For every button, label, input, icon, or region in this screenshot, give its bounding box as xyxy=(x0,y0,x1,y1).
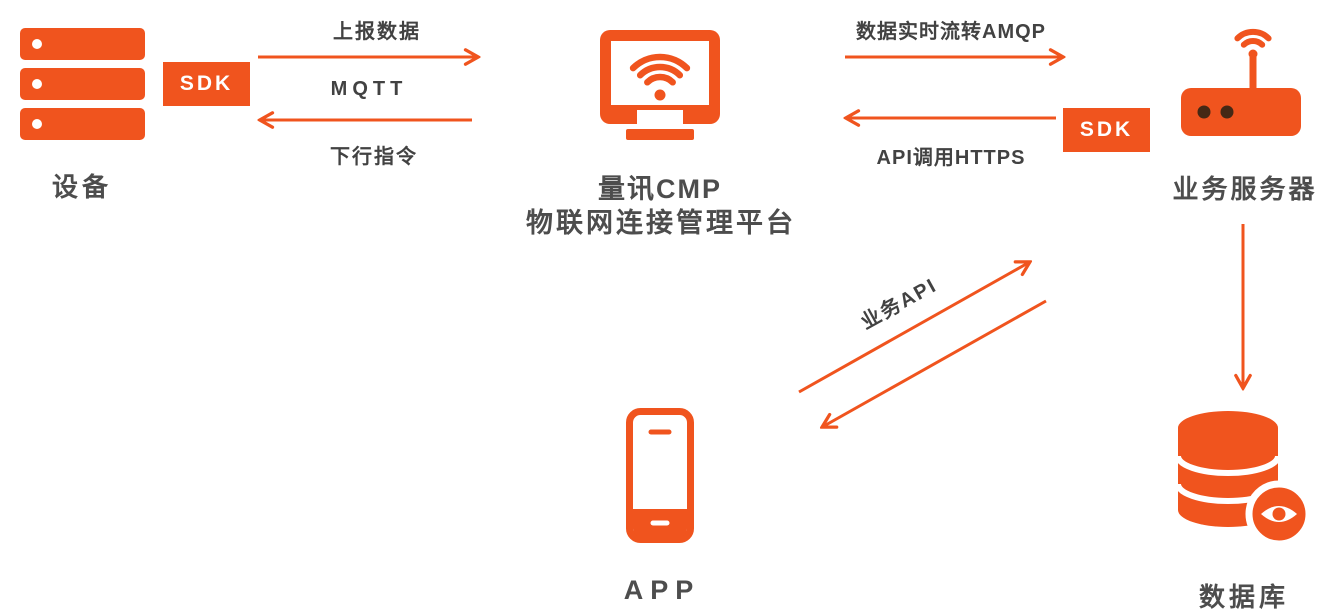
arrow-app-to-server xyxy=(798,263,1028,394)
amqp-flow-label: 数据实时流转AMQP xyxy=(856,21,1046,43)
router-led-dot xyxy=(1220,105,1234,119)
server-bars xyxy=(20,28,145,140)
monitor-stand-notch xyxy=(637,110,683,124)
cmp-subtitle: 物联网连接管理平台 xyxy=(526,208,796,238)
smartphone-icon xyxy=(626,408,694,543)
database-eye-icon xyxy=(1178,411,1313,548)
router-led-dot xyxy=(1197,105,1211,119)
upload-data-label: 上报数据 xyxy=(333,21,421,43)
app-label: APP xyxy=(623,575,701,605)
router-icon xyxy=(1181,28,1301,136)
downlink-command-label: 下行指令 xyxy=(330,146,418,168)
monitor-stand xyxy=(626,129,694,140)
device-label: 设备 xyxy=(51,172,113,202)
database-label: 数据库 xyxy=(1198,582,1290,612)
api-https-label: API调用HTTPS xyxy=(876,147,1026,169)
server-stack-icon xyxy=(20,28,145,140)
server-sdk-badge: SDK xyxy=(1063,108,1150,152)
business-server-label: 业务服务器 xyxy=(1172,174,1318,204)
cmp-title: 量讯CMP xyxy=(598,174,722,204)
device-sdk-badge: SDK xyxy=(163,62,250,106)
phone-frame xyxy=(626,408,694,543)
wifi-icon xyxy=(629,53,691,101)
eye-icon xyxy=(1245,480,1313,548)
mqtt-label: MQTT xyxy=(330,78,408,100)
arrow-server-to-app xyxy=(824,299,1047,426)
wifi-monitor-icon xyxy=(600,30,720,140)
antenna-signal-icon xyxy=(1234,28,1272,92)
router-body xyxy=(1181,88,1301,136)
